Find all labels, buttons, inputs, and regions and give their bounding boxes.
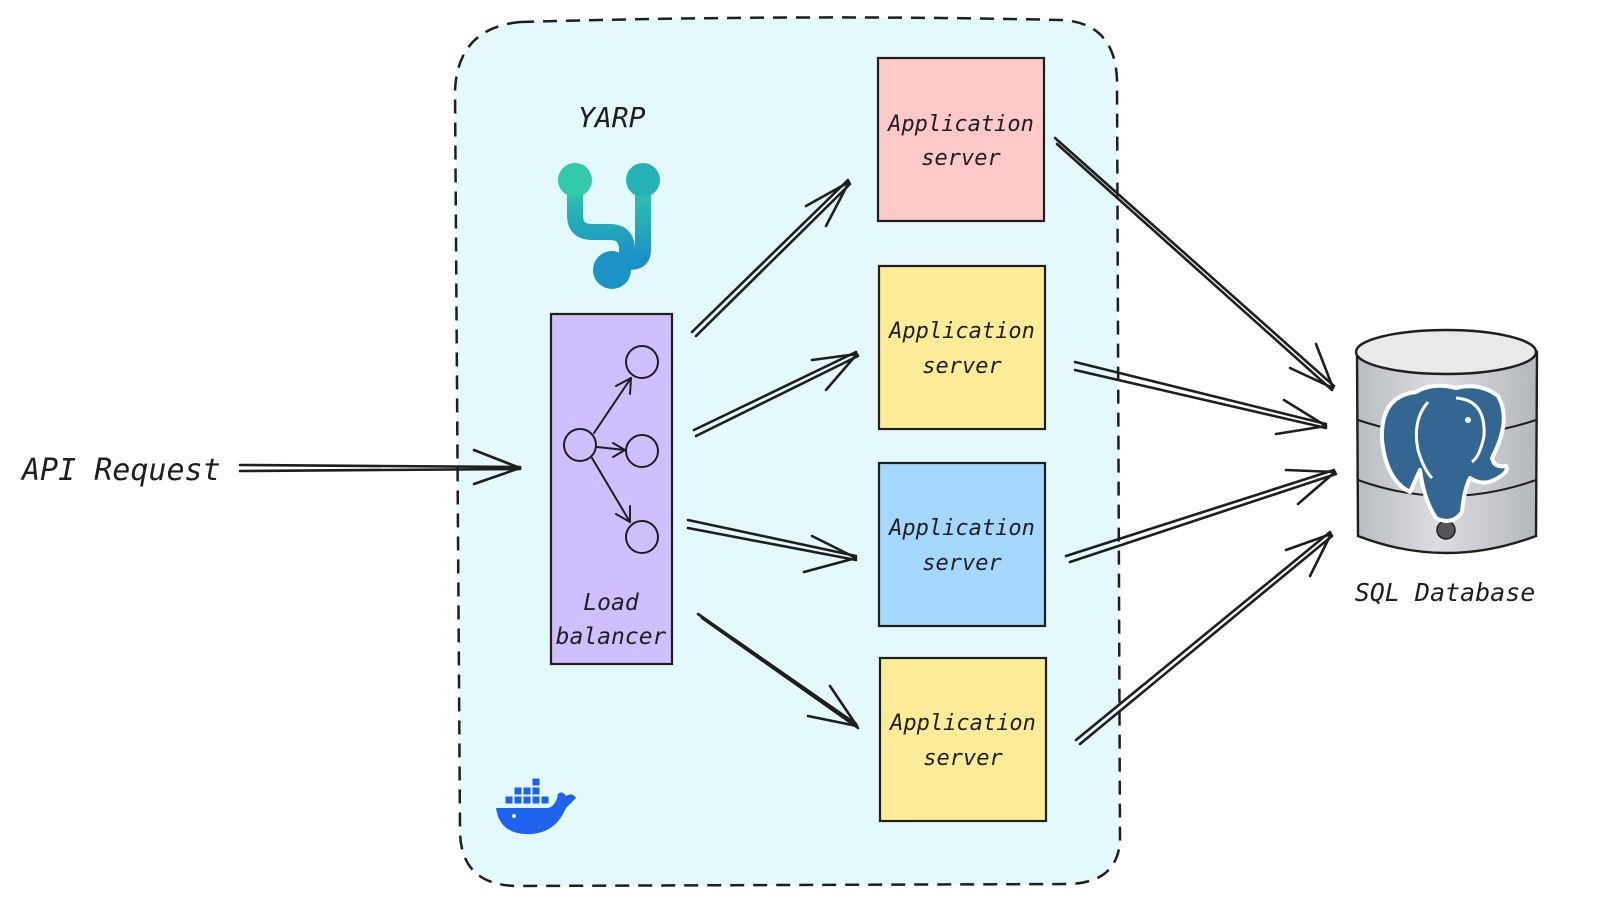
- api-request-label: API Request: [20, 453, 221, 488]
- app-server-2-label-line2: server: [922, 354, 1002, 379]
- app-server-1-label-line2: server: [921, 146, 1001, 171]
- load-balancer-label-line2: balancer: [556, 624, 667, 650]
- app-server-4-label-line1: Application: [888, 711, 1036, 736]
- arrow-server-4-to-database: [1074, 530, 1334, 746]
- app-server-1-label-line1: Application: [886, 112, 1034, 137]
- arrow-server-1-to-database: [1053, 136, 1336, 392]
- arrow-request-to-balancer: [238, 448, 522, 486]
- arrow-balancer-to-server-3: [686, 518, 858, 574]
- app-server-2: Application server: [877, 264, 1047, 431]
- app-server-3: Application server: [877, 461, 1047, 628]
- docker-whale-icon: [496, 777, 576, 835]
- database-label: SQL Database: [1355, 578, 1536, 607]
- postgresql-elephant-icon: [1379, 383, 1509, 523]
- load-balancer-label-line1: Load: [583, 590, 640, 616]
- app-server-4: Application server: [878, 656, 1048, 823]
- app-server-3-label-line1: Application: [887, 516, 1035, 541]
- app-server-3-label-line2: server: [922, 551, 1002, 576]
- app-server-2-label-line1: Application: [887, 319, 1035, 344]
- load-balancer-box: Load balancer: [549, 312, 674, 666]
- arrow-balancer-to-server-2: [692, 350, 860, 438]
- arrow-balancer-to-server-1: [690, 178, 852, 338]
- database-indicator: [1436, 520, 1456, 540]
- yarp-label: YARP: [578, 101, 646, 134]
- arrow-balancer-to-server-4: [696, 612, 860, 730]
- app-server-1: Application server: [876, 56, 1046, 223]
- arrow-server-2-to-database: [1073, 360, 1328, 436]
- load-balancer-network-icon: [563, 345, 659, 554]
- yarp-logo-icon: [558, 163, 660, 289]
- arrow-server-3-to-database: [1064, 468, 1338, 564]
- app-server-4-label-line2: server: [923, 746, 1003, 771]
